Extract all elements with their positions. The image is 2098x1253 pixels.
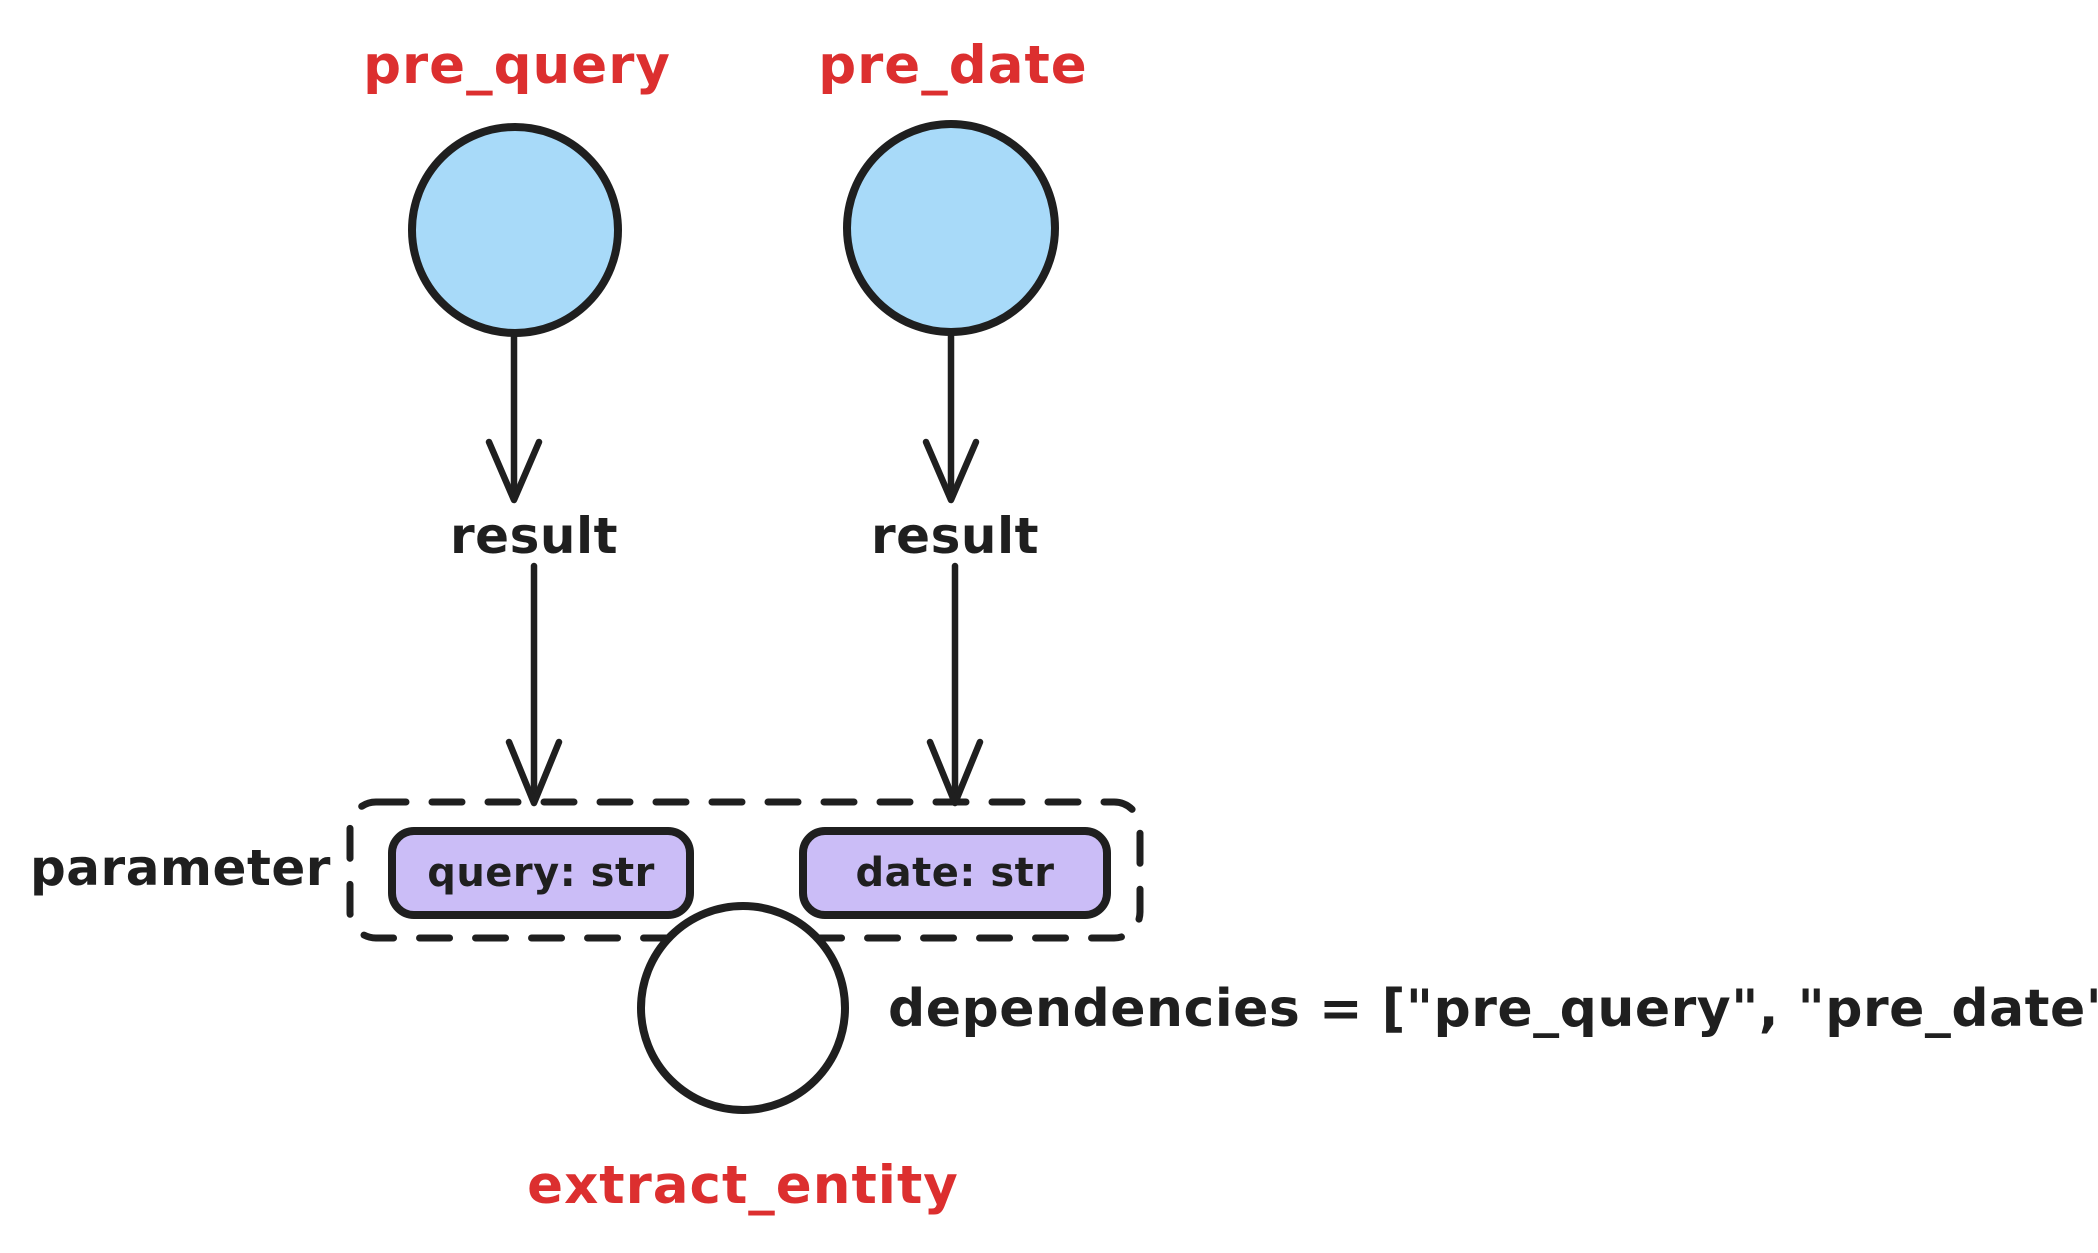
parameter-group-border: [346, 798, 1144, 942]
edge-label-result-query: result: [450, 507, 618, 565]
node-pre-query[interactable]: [408, 123, 622, 337]
arrow-pre-query-bottom: [505, 562, 563, 807]
parameter-label-query: query: str: [427, 850, 655, 896]
node-label-pre-date: pre_date: [818, 35, 1088, 96]
node-pre-date[interactable]: [843, 120, 1059, 336]
parameter-group-label: parameter: [30, 839, 331, 897]
parameter-box-query[interactable]: [388, 827, 694, 919]
node-label-pre-query: pre_query: [363, 35, 671, 96]
edge-label-result-date: result: [871, 507, 1039, 565]
arrow-pre-query-top: [485, 332, 543, 504]
parameter-label-date: date: str: [856, 850, 1055, 896]
dependencies-annotation: dependencies = ["pre_query", "pre_date"]: [888, 979, 2098, 1039]
arrow-pre-date-top: [922, 332, 980, 504]
node-extract-entity[interactable]: [637, 902, 849, 1114]
parameter-box-date[interactable]: [799, 827, 1111, 919]
node-label-extract-entity: extract_entity: [527, 1155, 959, 1216]
